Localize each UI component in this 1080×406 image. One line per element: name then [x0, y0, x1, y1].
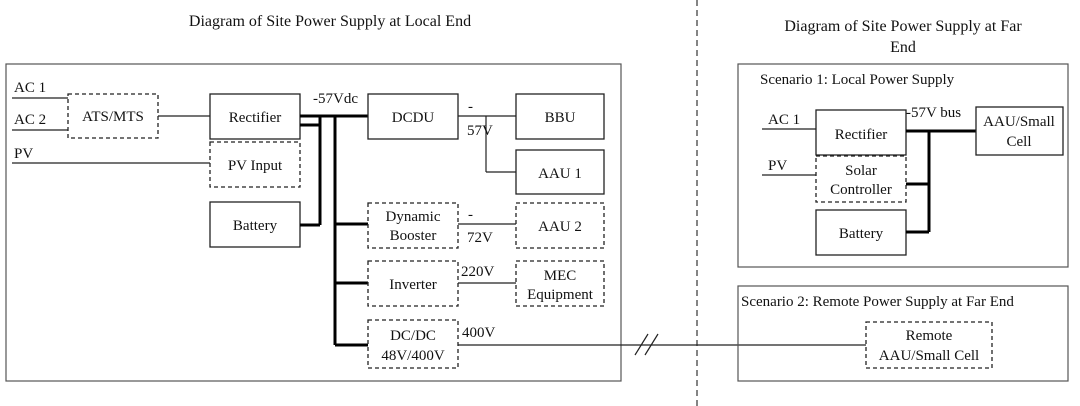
- dcdu-box: [367, 93, 459, 140]
- scenario1-rectifier-box: [815, 109, 907, 156]
- dcdu-out-dash: -: [468, 99, 473, 115]
- scenario1-aau-label-line2: Cell: [1007, 134, 1032, 150]
- input-ac1-label: AC 1: [14, 80, 46, 96]
- scenario2-frame: [737, 285, 1069, 382]
- inverter-box: [367, 260, 459, 307]
- scenario1-aau-label-line1: AAU/Small: [983, 114, 1055, 130]
- scenario1-pv-label: PV: [768, 158, 787, 174]
- scenario1-title: Scenario 1: Local Power Supply: [760, 72, 955, 88]
- remote-aau-label-line1: Remote: [906, 328, 953, 344]
- booster-out-dash: -: [468, 207, 473, 223]
- pv-input-label: PV Input: [228, 158, 283, 174]
- aau1-label: AAU 1: [538, 166, 582, 182]
- dcdu-label: DCDU: [392, 110, 435, 126]
- aau2-box: [515, 202, 605, 249]
- battery-label: Battery: [233, 218, 278, 234]
- local-end-frame: [5, 63, 622, 382]
- aau1-box: [515, 149, 605, 195]
- solar-label-line2: Controller: [830, 182, 892, 198]
- scenario1-frame: [737, 63, 1069, 268]
- scenario1-battery-box: [815, 209, 907, 256]
- inverter-out-voltage: 220V: [461, 264, 495, 280]
- booster-label-line2: Booster: [390, 228, 437, 244]
- mec-equipment-box: [515, 260, 605, 307]
- remote-aau-label-line2: AAU/Small Cell: [879, 348, 979, 364]
- scenario1-rectifier-label: Rectifier: [835, 127, 887, 143]
- ats-mts-box: [67, 93, 159, 139]
- scenario1-battery-label: Battery: [839, 226, 884, 242]
- remote-aau-box: [865, 321, 993, 369]
- bbu-label: BBU: [545, 110, 576, 126]
- dcdc-label-line2: 48V/400V: [381, 348, 445, 364]
- dcdc-converter-box: [367, 319, 459, 369]
- booster-label-line1: Dynamic: [386, 209, 441, 225]
- dcdc-out-voltage: 400V: [462, 325, 496, 341]
- bbu-box: [515, 93, 605, 140]
- scenario2-title: Scenario 2: Remote Power Supply at Far E…: [741, 294, 1014, 310]
- input-pv-label: PV: [14, 146, 33, 162]
- booster-out-voltage: 72V: [467, 230, 493, 246]
- rectifier-label: Rectifier: [229, 110, 281, 126]
- pv-input-box: [209, 141, 301, 188]
- local-end-title: Diagram of Site Power Supply at Local En…: [189, 13, 471, 30]
- break-mark-2: [644, 333, 659, 356]
- scenario1-ac1-label: AC 1: [768, 112, 800, 128]
- bus-voltage-label: -57Vdc: [313, 91, 358, 107]
- dcdc-label-line1: DC/DC: [390, 328, 436, 344]
- break-mark-1: [634, 333, 649, 356]
- ats-mts-label: ATS/MTS: [82, 109, 144, 125]
- scenario1-aau-box: [975, 106, 1064, 156]
- aau2-label: AAU 2: [538, 219, 582, 235]
- solar-controller-box: [815, 155, 907, 203]
- mec-label-line2: Equipment: [527, 287, 594, 303]
- solar-label-line1: Solar: [845, 163, 877, 179]
- dynamic-booster-box: [367, 202, 459, 249]
- far-end-title-line1: Diagram of Site Power Supply at Far: [784, 18, 1022, 35]
- far-end-title-line2: End: [890, 39, 916, 56]
- inverter-label: Inverter: [389, 277, 436, 293]
- dcdu-out-voltage: 57V: [467, 123, 493, 139]
- scenario1-bus-label: -57V bus: [906, 105, 961, 121]
- mec-label-line1: MEC: [544, 268, 577, 284]
- input-ac2-label: AC 2: [14, 112, 46, 128]
